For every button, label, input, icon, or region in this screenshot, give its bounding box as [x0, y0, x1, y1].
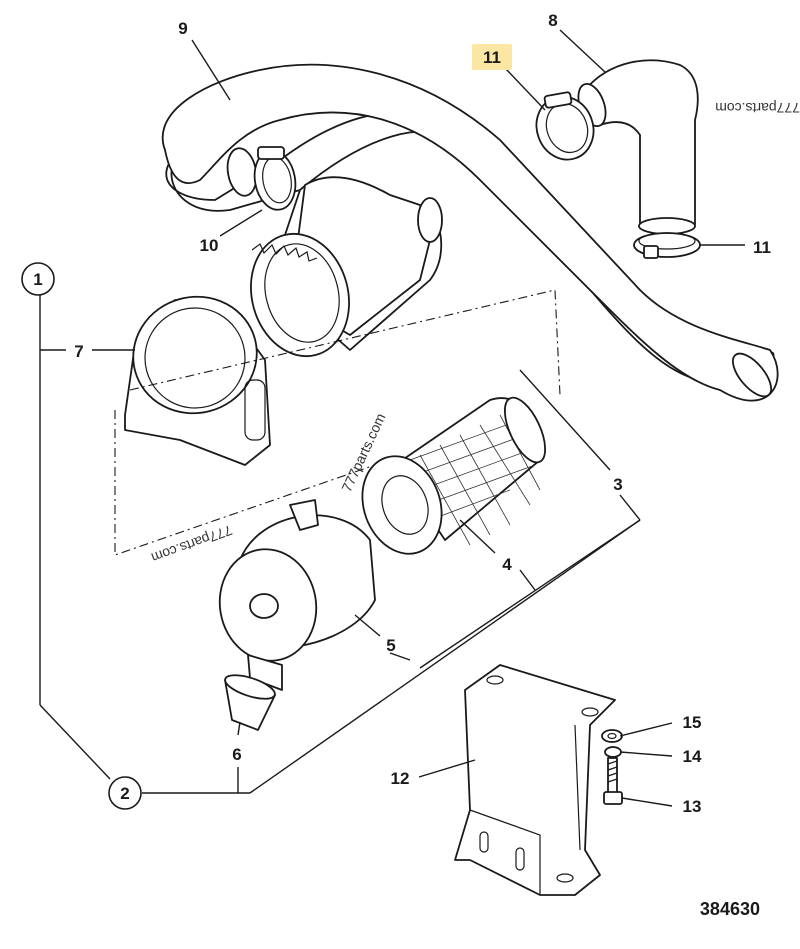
callout-14[interactable]: 14: [683, 747, 702, 766]
assembly-boundary-1: [114, 289, 561, 556]
bolt-13: [603, 757, 623, 805]
callout-11-upper[interactable]: 11: [483, 48, 501, 67]
mounting-bracket-12: [454, 664, 616, 896]
callout-2[interactable]: 2: [120, 784, 129, 803]
callout-12[interactable]: 12: [391, 769, 410, 788]
hose-clamp-11-upper: [535, 91, 595, 161]
dust-valve-6: [224, 654, 283, 731]
callout-8[interactable]: 8: [548, 11, 557, 30]
callout-13[interactable]: 13: [683, 797, 702, 816]
callout-6[interactable]: 6: [232, 745, 241, 764]
callout-circle-1: [21, 262, 55, 296]
callout-11-lower[interactable]: 11: [753, 238, 771, 257]
callout-3[interactable]: 3: [613, 475, 622, 494]
watermark-upper-right: 777parts.com: [715, 100, 800, 116]
mounting-band-7: [124, 295, 271, 466]
callout-7[interactable]: 7: [74, 342, 83, 361]
callout-1[interactable]: 1: [33, 270, 42, 289]
lock-washer-14: [604, 746, 622, 758]
callout-circle-2: [108, 776, 142, 810]
hose-clamp-10: [253, 146, 297, 211]
leader-lines: [39, 29, 745, 807]
callout-15[interactable]: 15: [683, 713, 702, 732]
callout-5[interactable]: 5: [386, 636, 395, 655]
air-cleaner-body: [250, 176, 443, 358]
dust-cover-5: [218, 499, 376, 662]
drawing-number: 384630: [700, 899, 760, 919]
washer-15: [601, 729, 623, 743]
filter-element-4: [361, 396, 546, 555]
hose-clamp-11-lower: [633, 232, 701, 259]
callout-4[interactable]: 4: [502, 555, 512, 574]
callout-highlight-11: [472, 44, 512, 70]
watermark-lower-left: 777parts.com: [149, 522, 234, 566]
elbow-hose-8: [577, 59, 699, 235]
callout-9[interactable]: 9: [178, 19, 187, 38]
intake-hose-9: [161, 63, 779, 402]
callout-10[interactable]: 10: [200, 236, 219, 255]
